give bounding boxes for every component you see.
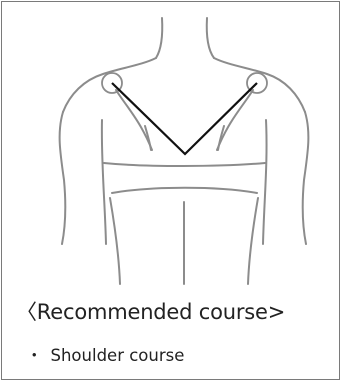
shoulder-point-marker-icon (102, 73, 267, 154)
course-name: Shoulder course (51, 346, 185, 365)
course-list-item: ・ Shoulder course (26, 345, 184, 367)
recommended-course-heading: 〈Recommended course> (16, 299, 285, 325)
torso-outline-icon (2, 2, 343, 292)
bullet: ・ (26, 345, 43, 367)
card-frame: 〈Recommended course> ・ Shoulder course (1, 1, 340, 380)
